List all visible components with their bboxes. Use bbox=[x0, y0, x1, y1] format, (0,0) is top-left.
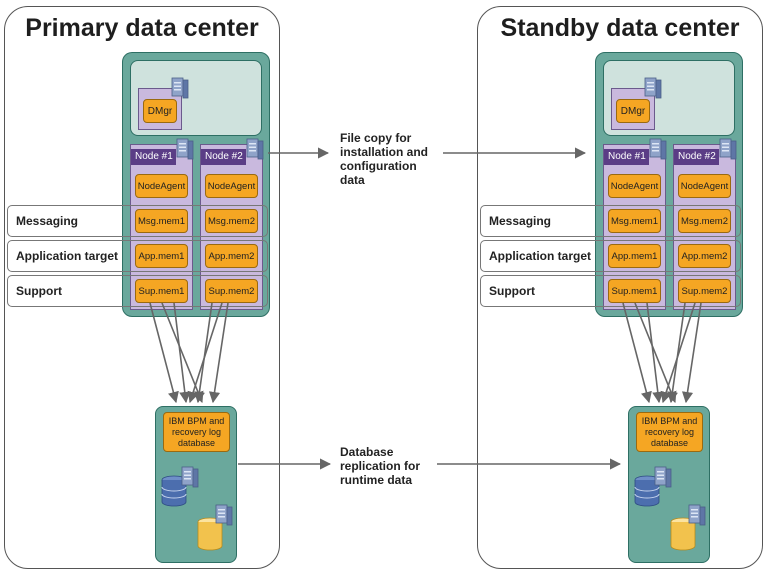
primary-cluster-application-label: Application target bbox=[16, 249, 119, 263]
primary-cluster-support bbox=[7, 275, 268, 307]
primary-sup-mem2: Sup.mem2 bbox=[205, 279, 258, 303]
primary-db-box: IBM BPM and recovery log database bbox=[163, 412, 230, 452]
primary-node-1-header: Node #1 bbox=[131, 149, 176, 165]
node2-server-icon bbox=[246, 138, 264, 160]
standby-node-1-header: Node #1 bbox=[604, 149, 649, 165]
primary-cluster-support-label: Support bbox=[16, 284, 62, 298]
standby-node-2-header: Node #2 bbox=[674, 149, 719, 165]
standby-title: Standby data center bbox=[500, 14, 740, 42]
node2-server-icon bbox=[719, 138, 737, 160]
standby-db-box: IBM BPM and recovery log database bbox=[636, 412, 703, 452]
primary-node-2-header: Node #2 bbox=[201, 149, 246, 165]
standby-app-mem2: App.mem2 bbox=[678, 244, 731, 268]
node1-server-icon bbox=[649, 138, 667, 160]
standby-nodeagent-1: NodeAgent bbox=[608, 174, 661, 198]
primary-cluster-messaging-label: Messaging bbox=[16, 214, 79, 228]
standby-dmgr-box: DMgr bbox=[616, 99, 650, 123]
dmgr-server-icon bbox=[171, 77, 189, 99]
file-copy-label: File copy for installation and configura… bbox=[340, 131, 429, 187]
standby-app-mem1: App.mem1 bbox=[608, 244, 661, 268]
standby-msg-mem2: Msg.mem2 bbox=[678, 209, 731, 233]
db-server-icon bbox=[654, 466, 672, 488]
primary-nodeagent-1: NodeAgent bbox=[135, 174, 188, 198]
standby-cluster-messaging-label: Messaging bbox=[489, 214, 552, 228]
primary-cluster-application bbox=[7, 240, 268, 272]
primary-db-arrows bbox=[149, 302, 229, 404]
primary-title: Primary data center bbox=[25, 14, 259, 42]
standby-msg-mem1: Msg.mem1 bbox=[608, 209, 661, 233]
db-server-icon bbox=[688, 504, 706, 526]
db-replication-label: Database replication for runtime data bbox=[340, 445, 421, 487]
standby-nodeagent-2: NodeAgent bbox=[678, 174, 731, 198]
primary-nodeagent-2: NodeAgent bbox=[205, 174, 258, 198]
primary-msg-mem2: Msg.mem2 bbox=[205, 209, 258, 233]
primary-dmgr-box: DMgr bbox=[143, 99, 177, 123]
node1-server-icon bbox=[176, 138, 194, 160]
standby-sup-mem2: Sup.mem2 bbox=[678, 279, 731, 303]
standby-sup-mem1: Sup.mem1 bbox=[608, 279, 661, 303]
db-server-icon bbox=[215, 504, 233, 526]
standby-db-arrows bbox=[622, 302, 702, 404]
standby-cluster-support bbox=[480, 275, 741, 307]
standby-cluster-messaging bbox=[480, 205, 741, 237]
standby-cluster-support-label: Support bbox=[489, 284, 535, 298]
primary-app-mem2: App.mem2 bbox=[205, 244, 258, 268]
primary-msg-mem1: Msg.mem1 bbox=[135, 209, 188, 233]
standby-cluster-application-label: Application target bbox=[489, 249, 592, 263]
primary-sup-mem1: Sup.mem1 bbox=[135, 279, 188, 303]
db-server-icon bbox=[181, 466, 199, 488]
standby-cluster-application bbox=[480, 240, 741, 272]
primary-cluster-messaging bbox=[7, 205, 268, 237]
dmgr-server-icon bbox=[644, 77, 662, 99]
primary-app-mem1: App.mem1 bbox=[135, 244, 188, 268]
